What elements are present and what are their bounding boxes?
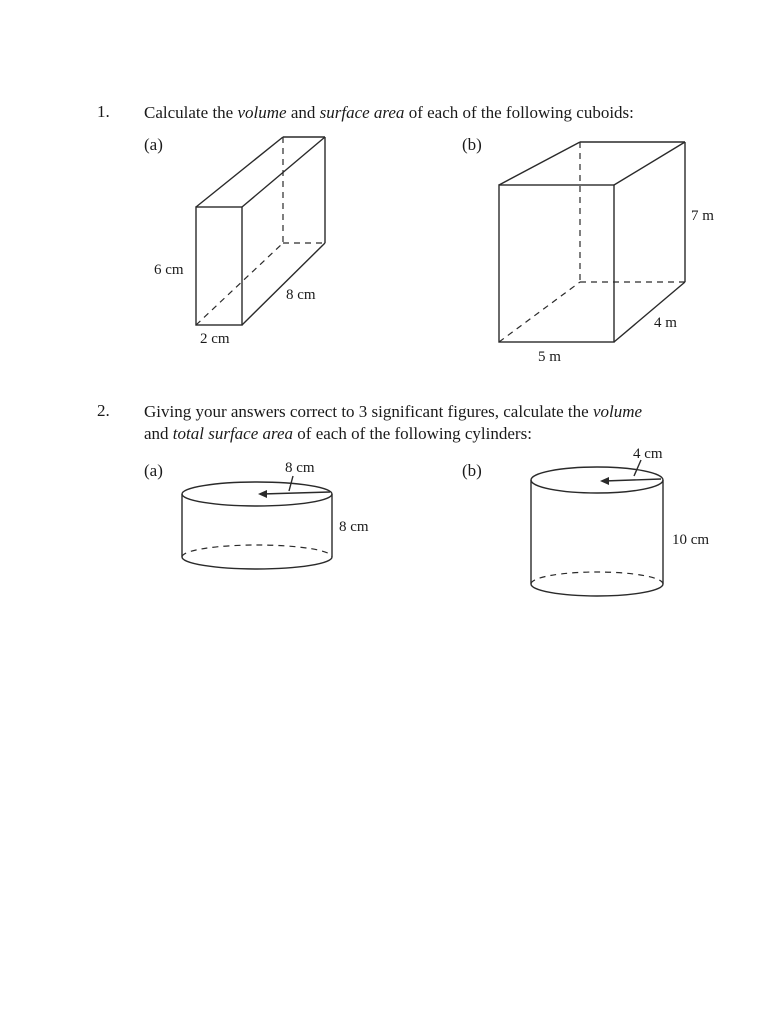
q2-part-a-label: (a) bbox=[144, 461, 163, 480]
q1-part-b-label: (b) bbox=[462, 135, 482, 154]
question-1-text: Calculate the volume and surface area of… bbox=[144, 102, 744, 124]
question-2-text: Giving your answers correct to 3 signifi… bbox=[144, 401, 744, 445]
cylinder-b-radius-label: 4 cm bbox=[633, 446, 663, 462]
cuboid-b-height-label: 7 m bbox=[691, 208, 714, 224]
cuboid-b-figure: 7 m 4 m 5 m bbox=[498, 141, 714, 365]
q1-text-em-volume: volume bbox=[237, 103, 287, 122]
cuboid-a-edge-bottom-right bbox=[241, 242, 326, 326]
q1-text-pre: Calculate the bbox=[144, 103, 238, 122]
q1-part-a-label: (a) bbox=[144, 135, 163, 154]
cylinder-a-label-leader bbox=[288, 475, 294, 492]
cuboid-a-edge-top-left bbox=[195, 136, 284, 208]
cuboid-b-edge-bottom-right bbox=[613, 281, 686, 343]
q1-text-em-surface-area: surface area bbox=[319, 103, 405, 122]
cuboid-a-front-face bbox=[195, 206, 243, 326]
cuboid-b-hidden-depth bbox=[498, 281, 581, 343]
cuboid-a-width-label: 2 cm bbox=[200, 331, 230, 347]
q1-text-mid: and bbox=[286, 103, 320, 122]
q2-text-em-total-surface-area: total surface area bbox=[172, 424, 294, 443]
q1-text-post: of each of the following cuboids: bbox=[404, 103, 634, 122]
cylinder-b-radius-arrow bbox=[603, 478, 662, 482]
cylinder-a-height-label: 8 cm bbox=[339, 519, 369, 535]
cylinder-a-figure: 8 cm 8 cm bbox=[181, 460, 369, 570]
cylinder-b-figure: 4 cm 10 cm bbox=[530, 446, 709, 597]
cuboid-b-edge-top-left bbox=[498, 141, 581, 186]
cylinder-a-radius-label: 8 cm bbox=[285, 460, 315, 476]
cylinder-b-label-leader bbox=[633, 459, 642, 477]
cylinder-b-bottom-front-arc bbox=[530, 583, 664, 597]
cylinder-a-arrowhead bbox=[258, 490, 267, 498]
q2-text-pre: Giving your answers correct to 3 signifi… bbox=[144, 402, 593, 421]
cuboid-a-edge-top-right bbox=[241, 136, 326, 208]
cuboid-a-hidden-depth bbox=[195, 242, 284, 326]
question-1-number: 1. bbox=[97, 102, 110, 121]
cylinder-b-arrowhead bbox=[600, 477, 609, 485]
cuboid-a-figure: 6 cm 8 cm 2 cm bbox=[154, 136, 326, 347]
cylinder-b-top-ellipse bbox=[530, 466, 664, 494]
q2-part-b-label: (b) bbox=[462, 461, 482, 480]
cylinder-a-top-ellipse bbox=[181, 481, 333, 507]
cylinder-b-height-label: 10 cm bbox=[672, 532, 709, 548]
question-2-number: 2. bbox=[97, 401, 110, 420]
cuboid-b-depth-label: 4 m bbox=[654, 315, 677, 331]
q2-text-post: of each of the following cylinders: bbox=[293, 424, 532, 443]
cuboid-b-width-label: 5 m bbox=[538, 349, 561, 365]
cuboid-a-height-label: 6 cm bbox=[154, 262, 184, 278]
cylinder-b-bottom-hidden-arc bbox=[530, 571, 664, 585]
q2-text-em-volume: volume bbox=[592, 402, 643, 421]
cuboid-b-edge-top-right bbox=[613, 141, 686, 186]
cuboid-a-depth-label: 8 cm bbox=[286, 287, 316, 303]
cylinder-a-bottom-front-arc bbox=[181, 556, 333, 570]
cylinder-a-bottom-hidden-arc bbox=[181, 544, 333, 558]
q2-text-line2-pre: and bbox=[144, 424, 173, 443]
cylinder-a-radius-arrow bbox=[261, 491, 331, 495]
cuboid-b-front-face bbox=[498, 184, 615, 343]
